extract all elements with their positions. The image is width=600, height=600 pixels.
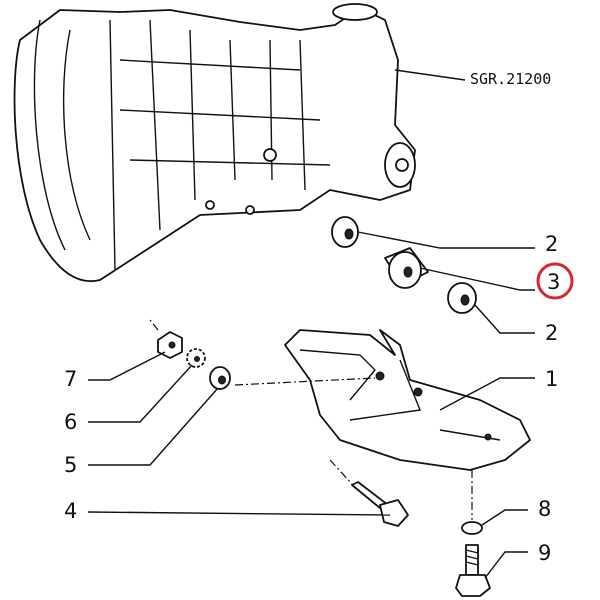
washer-8 — [461, 521, 483, 535]
flat-washer — [209, 366, 231, 390]
bolt — [351, 481, 409, 527]
callout-6: 6 — [64, 410, 77, 434]
reference-code: SGR.21200 — [470, 70, 551, 88]
washer-lower — [447, 282, 477, 314]
highlight-ring — [536, 262, 574, 300]
screw — [455, 544, 491, 597]
callout-1: 1 — [545, 367, 558, 391]
bushing — [384, 247, 429, 289]
washer-upper — [331, 216, 359, 248]
gearbox-illustration — [13, 3, 416, 283]
callout-7: 7 — [64, 367, 77, 391]
support-bracket — [284, 329, 531, 471]
callout-2-upper: 2 — [545, 232, 558, 256]
callout-9: 9 — [538, 541, 551, 565]
callout-8: 8 — [538, 497, 551, 521]
callout-2-lower: 2 — [545, 321, 558, 345]
callout-4: 4 — [64, 499, 77, 523]
callout-3[interactable]: 3 — [547, 270, 560, 294]
lock-washer — [186, 348, 206, 368]
callout-5: 5 — [64, 453, 77, 477]
nut — [157, 331, 183, 359]
